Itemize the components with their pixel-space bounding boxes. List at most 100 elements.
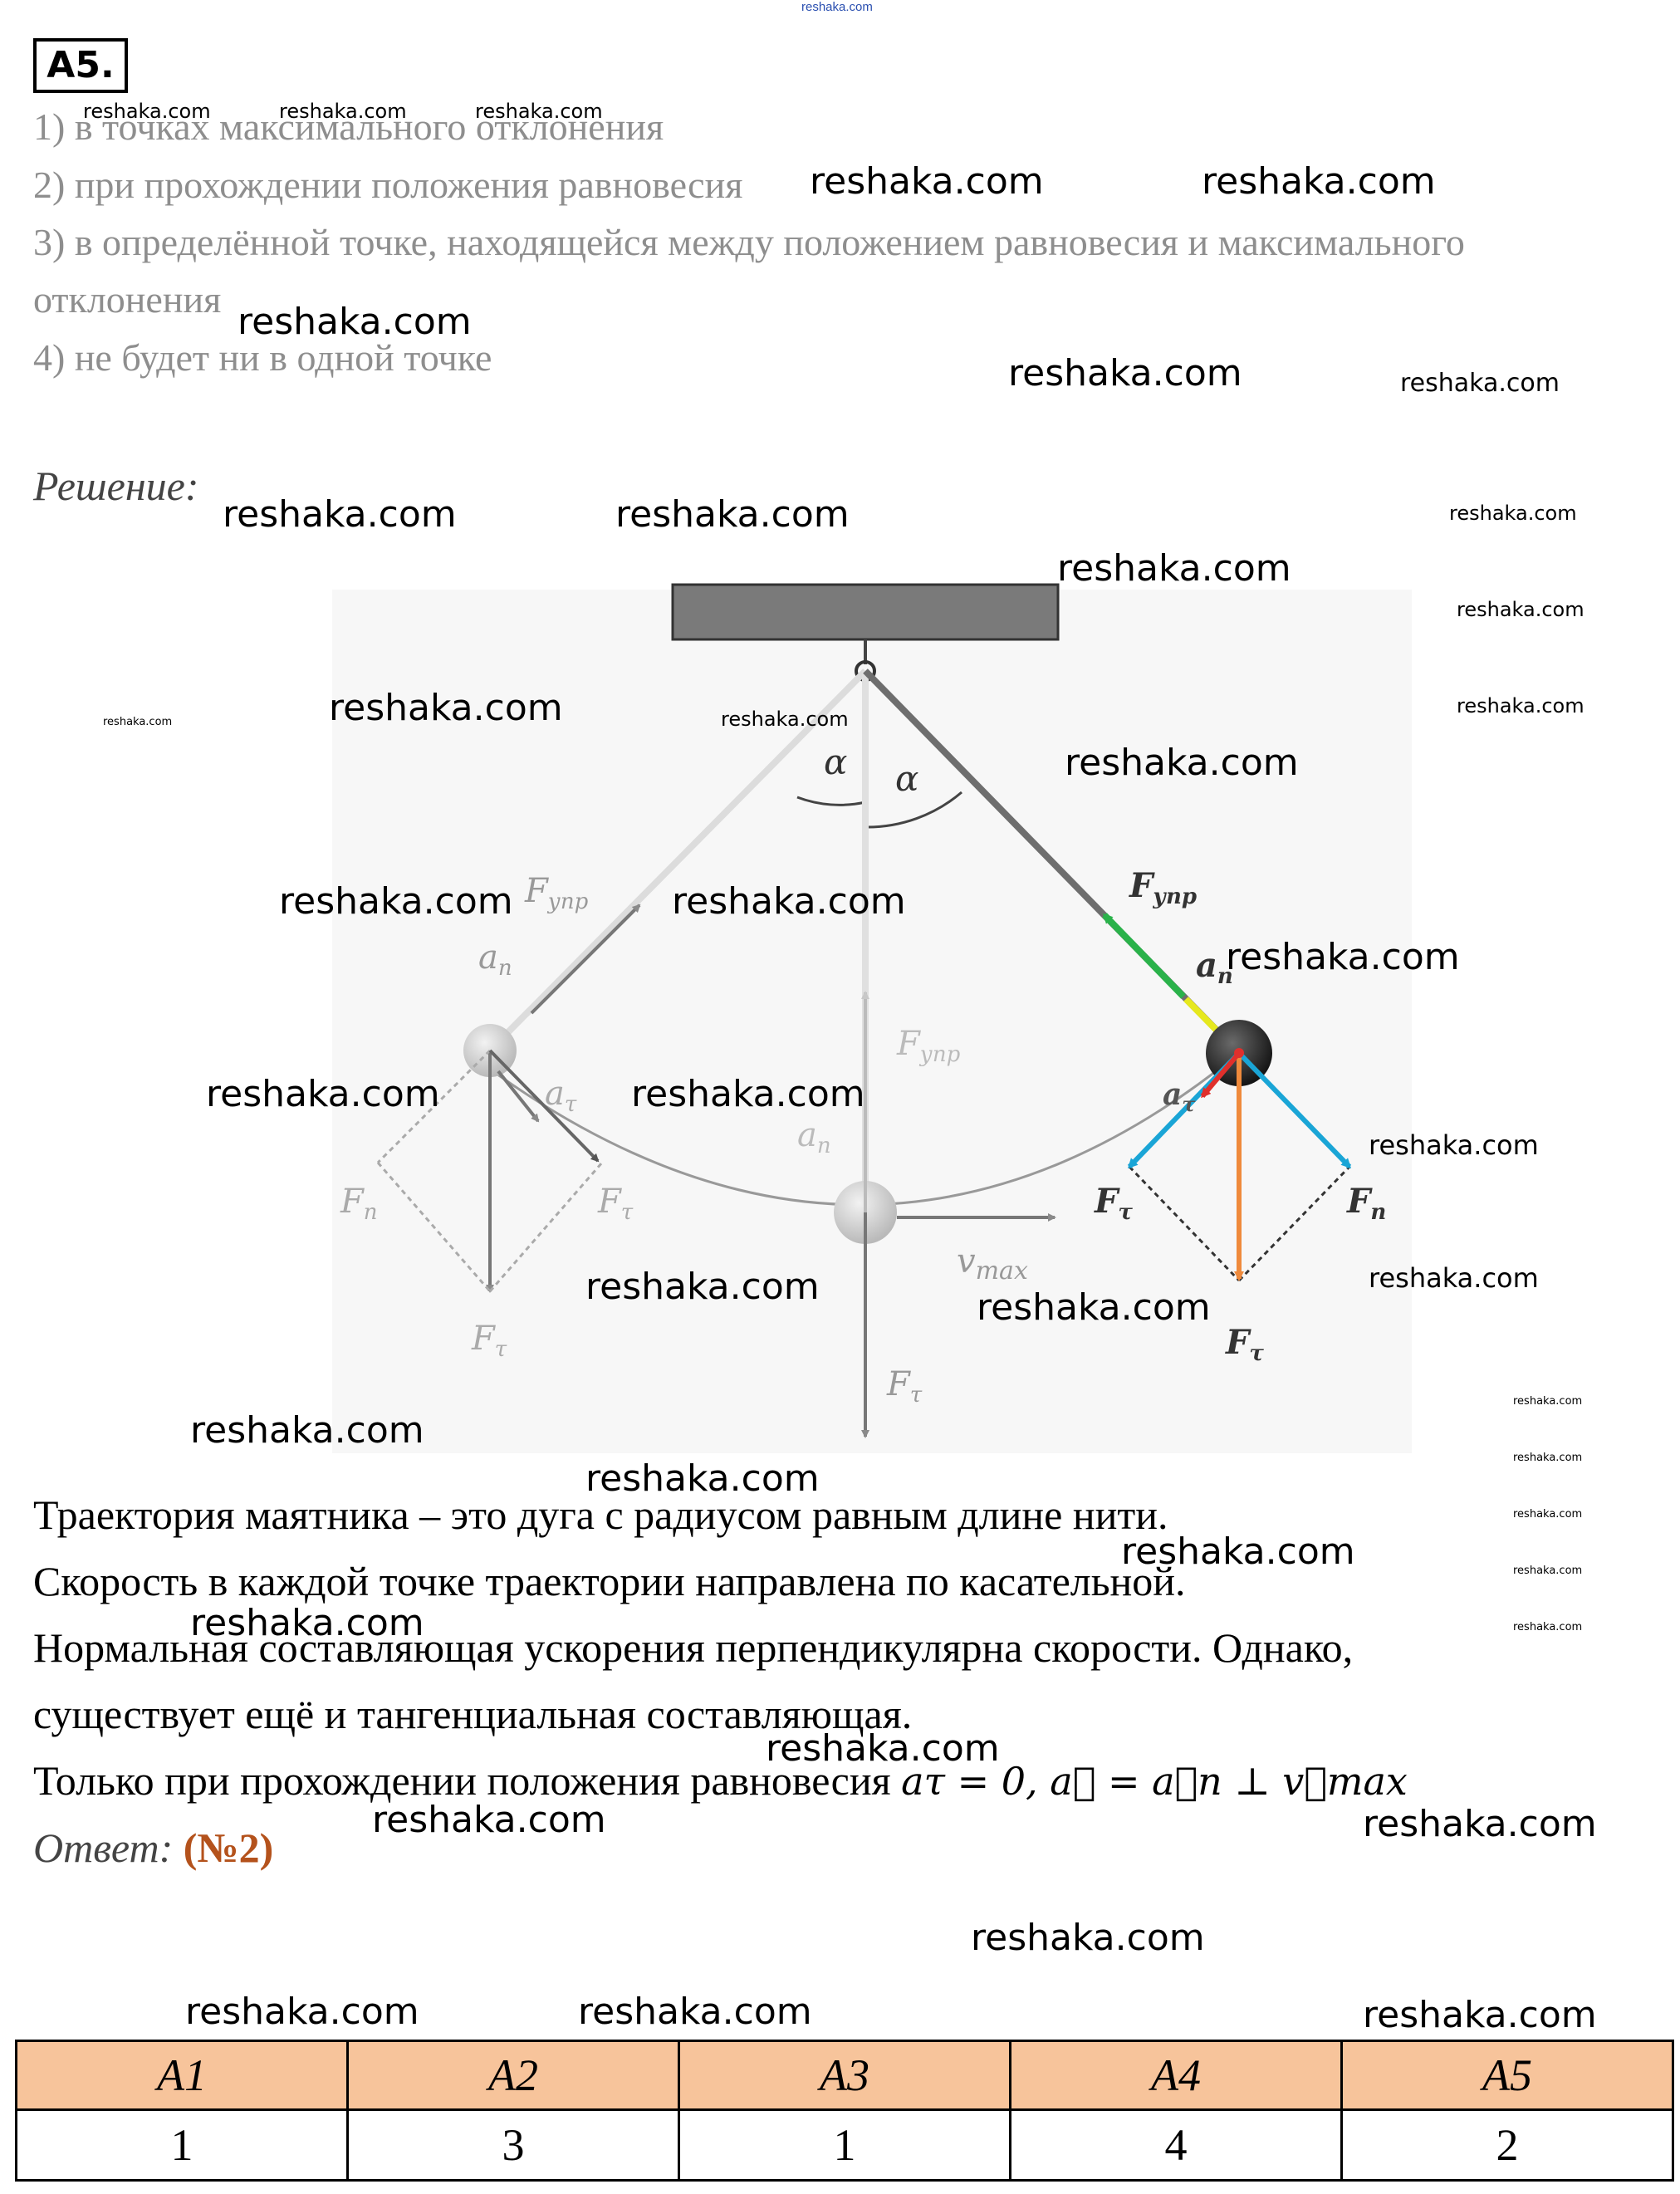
angle-arc-right <box>864 791 962 829</box>
header-cell: A1 <box>15 2040 349 2111</box>
watermark: reshaka.com <box>1226 936 1460 978</box>
watermark: reshaka.com <box>1513 1508 1583 1521</box>
f-n-right-label: Fn <box>1346 1182 1386 1225</box>
f-tau-left-arrow <box>488 1049 600 1163</box>
f-upr-center-label: Fупр <box>896 1025 961 1067</box>
option-4: 4) не будет ни в одной точке <box>33 336 492 379</box>
watermark: reshaka.com <box>103 716 173 728</box>
explanation-line-2: Скорость в каждой точке траектории напра… <box>33 1558 1186 1604</box>
f-upr-left-arrow <box>530 904 641 1015</box>
watermark: reshaka.com <box>206 1073 440 1115</box>
watermark: reshaka.com <box>1513 1452 1583 1464</box>
solution-heading: Решение: <box>33 463 199 509</box>
watermark: reshaka.com <box>1449 502 1577 525</box>
watermark: reshaka.com <box>1202 160 1436 203</box>
value-cell: 3 <box>346 2108 680 2182</box>
watermark: reshaka.com <box>1513 1565 1583 1577</box>
explanation-line-1: Траектория маятника – это дуга с радиусо… <box>33 1491 1168 1538</box>
a-tau-right-label: aτ <box>1163 1077 1196 1116</box>
a-tau-left-arrow <box>497 1070 540 1123</box>
answer-label: Ответ: <box>33 1824 174 1871</box>
watermark: reshaka.com <box>223 493 457 536</box>
watermark: reshaka.com <box>721 708 849 731</box>
watermark: reshaka.com <box>672 880 906 923</box>
watermark: reshaka.com <box>238 301 472 343</box>
value-cell: 4 <box>1009 2108 1343 2182</box>
watermark: reshaka.com <box>1513 1621 1583 1633</box>
value-cell: 1 <box>15 2108 349 2182</box>
question-number: A5. <box>33 38 128 93</box>
alpha-left-label: α <box>824 742 847 782</box>
option-1: 1) в точках максимального отклонения <box>33 105 664 148</box>
option-3-continued: отклонения <box>33 278 222 321</box>
answers-table-header: A1 A2 A3 A4 A5 <box>15 2040 1674 2111</box>
parallelogram-left-2 <box>488 1162 604 1292</box>
f-upr-arrow-colored <box>1102 913 1186 999</box>
option-2: 2) при прохождении положения равновесия <box>33 164 743 206</box>
watermark: reshaka.com <box>279 880 513 923</box>
watermark: reshaka.com <box>810 160 1044 203</box>
ball-right-center <box>1234 1048 1244 1058</box>
watermark: reshaka.com <box>1369 1262 1539 1294</box>
watermark: reshaka.com <box>1363 1994 1597 2036</box>
watermark: reshaka.com <box>1008 352 1242 394</box>
watermark: reshaka.com <box>1400 369 1560 398</box>
a-n-center-label: an <box>797 1116 831 1158</box>
watermark: reshaka.com <box>185 1991 419 2033</box>
angle-arc-left <box>796 796 866 806</box>
watermark: reshaka.com <box>585 1266 820 1308</box>
explanation-line-4: существует ещё и тангенциальная составля… <box>33 1691 913 1737</box>
formula: aτ = 0, a⃗ = a⃗n ⊥ v⃗max <box>901 1759 1408 1804</box>
f-upr-right-label: Fупр <box>1129 866 1197 909</box>
thread-left <box>487 668 868 1053</box>
option-3: 3) в определённой точке, находящейся меж… <box>33 221 1465 263</box>
f-tau-right-label: Fτ <box>1094 1182 1133 1225</box>
a-tau-right-arrow <box>1200 1051 1242 1099</box>
f-n-left-label: Fn <box>340 1183 378 1225</box>
explanation-line-3: Нормальная составляющая ускорения перпен… <box>33 1624 1354 1671</box>
watermark: reshaka.com <box>1121 1530 1355 1573</box>
watermark: reshaka.com <box>766 1727 1000 1770</box>
watermark: reshaka.com <box>372 1799 606 1841</box>
v-max-label: vmax <box>957 1242 1028 1286</box>
watermark: reshaka.com <box>1057 547 1291 590</box>
a-n-right-label: an <box>1196 946 1233 989</box>
f-tau-left-label: Fτ <box>597 1183 634 1225</box>
f-tau-center-label: Fτ <box>886 1365 923 1408</box>
watermark: reshaka.com <box>83 100 211 123</box>
watermark: reshaka.com <box>1457 694 1584 717</box>
watermark: reshaka.com <box>279 100 407 123</box>
watermark: reshaka.com <box>1457 598 1584 621</box>
header-cell: A3 <box>678 2040 1011 2111</box>
watermark: reshaka.com <box>1369 1129 1539 1161</box>
parallelogram-right-2 <box>1128 1165 1241 1282</box>
value-cell: 1 <box>678 2108 1011 2182</box>
ceiling-bar <box>671 583 1060 641</box>
f-tau-left-bottom-label: Fτ <box>471 1320 507 1362</box>
watermark: reshaka.com <box>329 687 563 729</box>
answers-table: A1 A2 A3 A4 A5 1 3 1 4 2 <box>15 2040 1674 2182</box>
watermark: reshaka.com <box>1363 1803 1597 1845</box>
watermark: reshaka.com <box>578 1991 812 2033</box>
a-tau-left-label: aτ <box>545 1075 577 1117</box>
header-cell: A2 <box>346 2040 680 2111</box>
watermark: reshaka.com <box>1065 742 1299 784</box>
f-upr-left-label: Fупр <box>524 872 589 914</box>
f-n-right-arrow <box>1237 1050 1352 1169</box>
header-cell: A4 <box>1009 2040 1343 2111</box>
f-tau-right-bottom-label: Fτ <box>1225 1323 1264 1366</box>
watermark: reshaka.com <box>631 1073 865 1115</box>
watermark: reshaka.com <box>615 493 850 536</box>
site-link[interactable]: reshaka.com <box>801 0 873 14</box>
watermark: reshaka.com <box>977 1286 1211 1329</box>
a-n-left-label: an <box>478 938 512 981</box>
explanation-line-5-text: Только при прохождении положения равнове… <box>33 1757 891 1804</box>
answer: Ответ: (№2) <box>33 1824 273 1872</box>
watermark: reshaka.com <box>190 1602 424 1644</box>
watermark: reshaka.com <box>475 100 603 123</box>
header-cell: A5 <box>1340 2040 1674 2111</box>
watermark: reshaka.com <box>1513 1395 1583 1408</box>
answers-table-values: 1 3 1 4 2 <box>15 2108 1674 2182</box>
value-cell: 2 <box>1340 2108 1674 2182</box>
parallelogram-right-3 <box>1237 1165 1351 1282</box>
